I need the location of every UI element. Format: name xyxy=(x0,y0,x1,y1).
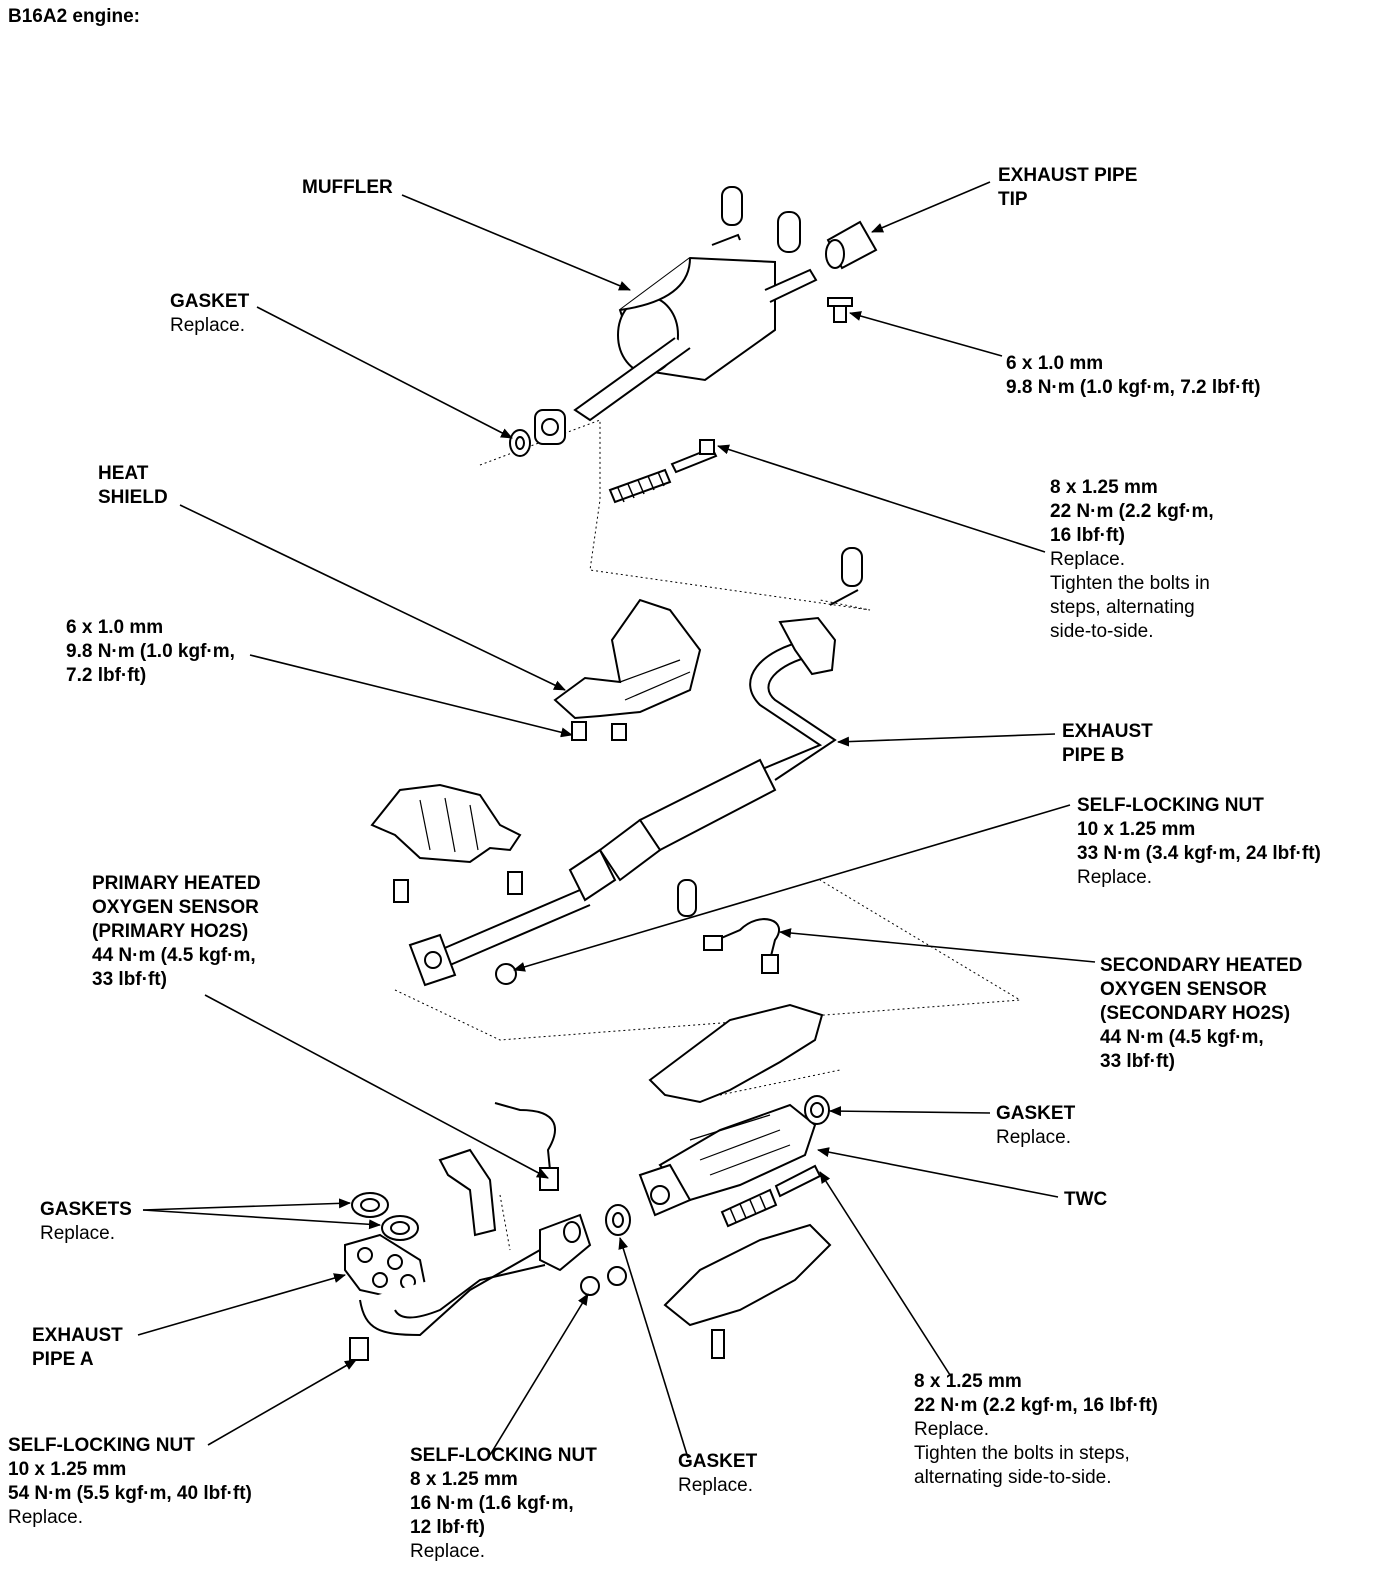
leader-twc xyxy=(817,1147,1059,1198)
leader-muffler xyxy=(401,194,631,291)
label-gasket-bottom: GASKET Replace. xyxy=(678,1451,758,1496)
label-exhaust-pipe-tip: EXHAUST PIPE TIP xyxy=(998,165,1138,210)
leader-bolt-6x1-left xyxy=(249,654,573,738)
label-exhaust-pipe-a: EXHAUST PIPE A xyxy=(32,1325,123,1370)
leader-primary-ho2s xyxy=(204,994,549,1179)
spring-bolt-top xyxy=(608,439,718,504)
leader-nut-right xyxy=(513,804,1071,972)
label-exhaust-pipe-b: EXHAUST PIPE B xyxy=(1062,721,1153,766)
label-gasket-right: GASKET Replace. xyxy=(996,1103,1076,1148)
leader-lines xyxy=(137,181,1096,1459)
leader-gaskets-left-2 xyxy=(142,1209,381,1230)
label-bolt-8x125-bottom: 8 x 1.25 mm 22 N·m (2.2 kgf·m, 16 lbf·ft… xyxy=(914,1371,1158,1488)
twc-lower-shield xyxy=(663,1223,832,1359)
self-locking-nuts-a xyxy=(580,1266,627,1296)
leader-pipe-tip xyxy=(871,181,991,233)
heat-shield-upper xyxy=(553,598,702,741)
leader-exhaust-pipe-a xyxy=(137,1273,346,1336)
label-self-locking-nut-bm: SELF-LOCKING NUT 8 x 1.25 mm 16 N·m (1.6… xyxy=(410,1445,597,1562)
hanger-rubbers-top xyxy=(677,186,863,917)
leader-bolt-8x125-bottom xyxy=(819,1171,951,1376)
label-bolt-8x125-top: 8 x 1.25 mm 22 N·m (2.2 kgf·m, 16 lbf·ft… xyxy=(1050,477,1214,642)
spring-bolt-bottom xyxy=(720,1164,822,1228)
primary-ho2s xyxy=(494,1102,559,1191)
label-bolt-6x1-top: 6 x 1.0 mm 9.8 N·m (1.0 kgf·m, 7.2 lbf·f… xyxy=(1006,353,1261,398)
leader-exhaust-pipe-b xyxy=(837,733,1056,747)
label-self-locking-nut-right: SELF-LOCKING NUT 10 x 1.25 mm 33 N·m (3.… xyxy=(1077,795,1321,888)
label-bolt-6x1-left: 6 x 1.0 mm 9.8 N·m (1.0 kgf·m, 7.2 lbf·f… xyxy=(66,617,235,686)
gasket-bottom xyxy=(605,1204,631,1236)
leader-nut-bl xyxy=(207,1359,357,1446)
label-gaskets-left: GASKETS Replace. xyxy=(40,1199,132,1244)
leader-heat-shield xyxy=(179,504,566,691)
gaskets-left xyxy=(351,1192,419,1241)
muffler-bolt xyxy=(827,297,853,323)
label-muffler: MUFFLER xyxy=(302,177,393,198)
leader-nut-bm xyxy=(489,1293,589,1456)
leader-gasket-right xyxy=(829,1106,991,1117)
label-gasket-top: GASKET Replace. xyxy=(170,291,250,336)
label-self-locking-nut-bl: SELF-LOCKING NUT 10 x 1.25 mm 54 N·m (5.… xyxy=(8,1435,252,1528)
leader-gasket-bottom xyxy=(618,1237,689,1459)
muffler xyxy=(534,233,818,445)
label-twc: TWC xyxy=(1064,1189,1108,1210)
label-secondary-ho2s: SECONDARY HEATED OXYGEN SENSOR (SECONDAR… xyxy=(1100,955,1303,1072)
label-heat-shield: HEAT SHIELD xyxy=(98,463,168,508)
label-primary-ho2s: PRIMARY HEATED OXYGEN SENSOR (PRIMARY HO… xyxy=(92,873,261,990)
leader-bolt-8x125-top xyxy=(717,444,1046,553)
heat-shield-lower xyxy=(370,783,523,903)
leader-secondary-ho2s xyxy=(779,928,1096,963)
self-locking-nut-b xyxy=(495,963,517,985)
exhaust-pipe-b xyxy=(408,589,859,987)
page-title: B16A2 engine: xyxy=(8,6,140,27)
leader-gaskets-left-1 xyxy=(142,1198,351,1211)
assembly-guide-lines xyxy=(394,419,1022,1251)
twc-upper-shield xyxy=(648,1003,824,1104)
twc xyxy=(638,1095,830,1217)
gasket-top xyxy=(509,429,531,457)
exhaust-pipe-a xyxy=(344,1148,592,1361)
leader-gasket-top xyxy=(256,306,513,439)
exhaust-pipe-tip xyxy=(825,220,878,270)
secondary-ho2s xyxy=(703,918,781,974)
leader-bolt-6x1-top xyxy=(849,311,1003,357)
